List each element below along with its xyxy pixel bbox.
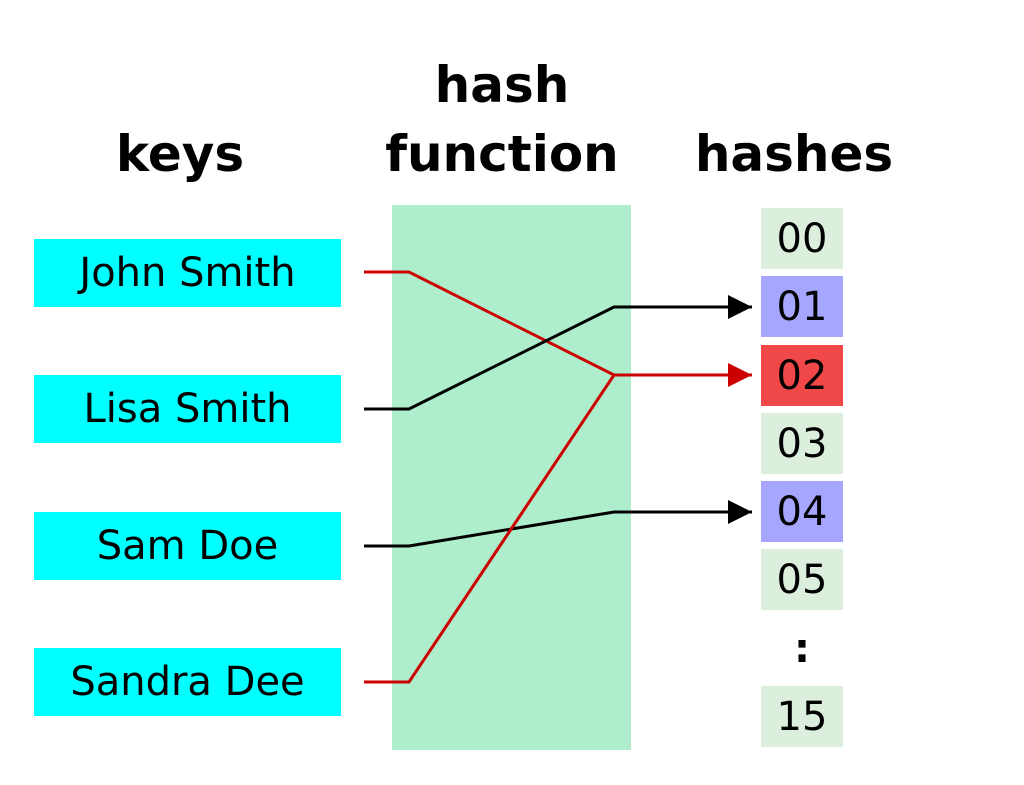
- hash-cell-01: 01: [761, 276, 843, 337]
- hash-cell-05: 05: [761, 549, 843, 610]
- mapping-line-john-smith: [364, 270, 752, 387]
- keys-heading: keys: [115, 125, 245, 183]
- mapping-line-lisa-smith: [364, 295, 752, 411]
- hash-function-heading-line1: hash: [434, 56, 570, 114]
- hash-function-heading-line2: function: [385, 125, 619, 183]
- hash-function-box: [392, 205, 631, 750]
- mapping-line-sam-doe: [364, 500, 752, 548]
- mapping-line-sandra-dee: [364, 373, 752, 684]
- key-box-lisa-smith: Lisa Smith: [34, 375, 341, 443]
- hashes-heading: hashes: [694, 125, 894, 183]
- hash-cell-02: 02: [761, 345, 843, 406]
- hash-cell-15: 15: [761, 686, 843, 747]
- hash-cell-03: 03: [761, 413, 843, 474]
- key-box-john-smith: John Smith: [34, 239, 341, 307]
- hash-cell-00: 00: [761, 208, 843, 269]
- hash-cell-04: 04: [761, 481, 843, 542]
- key-box-sam-doe: Sam Doe: [34, 512, 341, 580]
- hash-ellipsis: :: [794, 626, 810, 672]
- key-box-sandra-dee: Sandra Dee: [34, 648, 341, 716]
